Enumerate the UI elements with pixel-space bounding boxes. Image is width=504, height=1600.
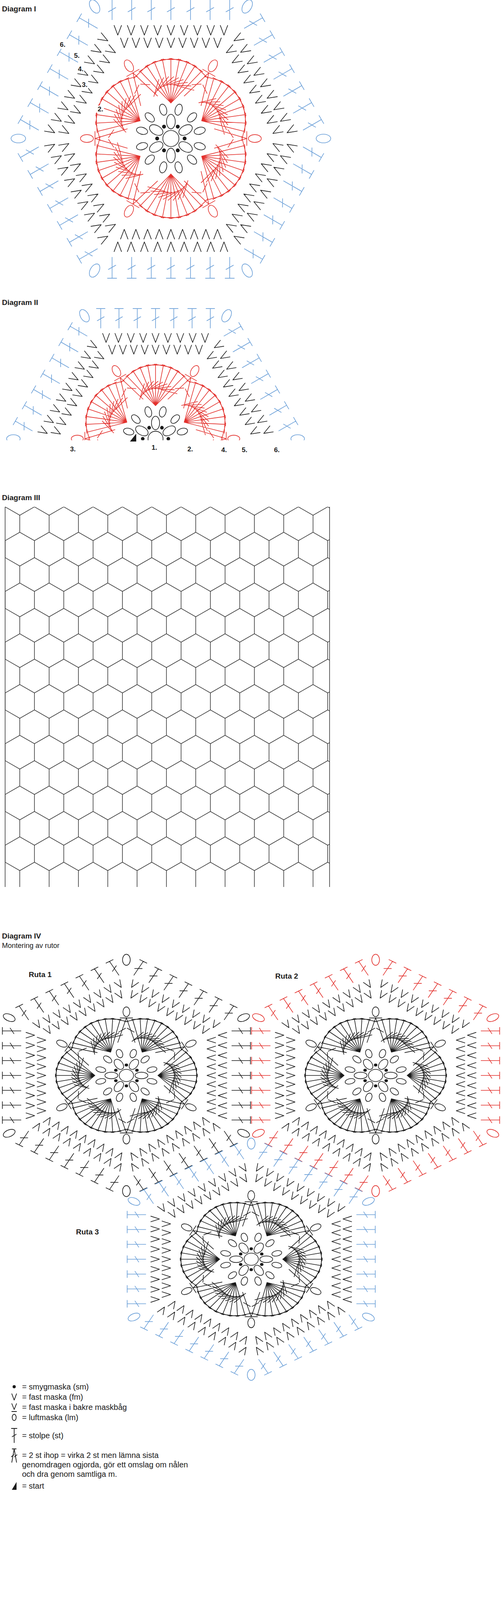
start-symbol [11, 1482, 17, 1491]
slip-stitch-dots [114, 1064, 139, 1088]
legend-text: = fast maska (fm) [22, 1393, 84, 1403]
motif-ruta-3 [127, 1138, 376, 1382]
diagram-title: Diagram IV [1, 932, 41, 942]
row-number: 5. [240, 446, 249, 455]
stitch-symbols [80, 58, 262, 219]
row-number: 3. [69, 445, 77, 454]
stitch-symbols [251, 954, 500, 1198]
row-number: 6. [59, 40, 67, 49]
row-number: 5. [73, 51, 81, 60]
row-number: 2. [186, 445, 194, 454]
legend-text: = start [22, 1482, 45, 1492]
stitch-symbols [11, 0, 331, 279]
motif-clip [6, 308, 305, 441]
hexagon-cells [5, 507, 330, 888]
stitch-symbols [150, 1164, 352, 1357]
chain-symbol [12, 1415, 17, 1422]
stitch-symbols [44, 25, 298, 252]
slip-stitch-dots [140, 426, 171, 441]
stitch-symbols [275, 980, 477, 1173]
motif-symbols [2, 954, 251, 1198]
motif-symbols [11, 0, 331, 279]
diagram-title: Diagram III [1, 493, 41, 503]
row-number: 1. [150, 444, 158, 453]
diagram-title: Diagram I [1, 4, 37, 14]
motif-clip [11, 0, 331, 279]
single-crochet-symbol [11, 1394, 17, 1401]
double-crochet-symbol [11, 1429, 17, 1444]
row-number: 6. [273, 446, 281, 455]
grid-border [5, 507, 330, 888]
legend-text: = 2 st ihop = virka 2 st men lämna sista… [22, 1451, 196, 1480]
motif-label: Ruta 1 [27, 970, 53, 981]
grid-clip [5, 507, 330, 888]
legend-text: = smygmaska (sm) [22, 1382, 89, 1393]
motif-clip [251, 954, 500, 1198]
row-number: 2. [96, 105, 104, 114]
slip-stitch-dots [155, 124, 187, 153]
row-number: 4. [77, 65, 85, 74]
stitch-symbols [2, 954, 251, 1198]
slip-stitch-dots [239, 1248, 264, 1272]
diagram-title: Diagram II [1, 298, 39, 308]
motif-symbols [127, 1138, 376, 1382]
motif-diagram-ii [6, 308, 305, 570]
motif-symbols [251, 954, 500, 1198]
legend-text: = luftmaska (lm) [22, 1413, 79, 1424]
hexagon-layout-grid [0, 507, 387, 923]
motif-label: Ruta 3 [74, 1228, 101, 1238]
stitch-symbols [37, 333, 274, 441]
back-loop-sc-symbol [11, 1404, 17, 1413]
motif-clip [2, 954, 251, 1198]
motif-symbols [6, 308, 305, 570]
motif-label: Ruta 2 [274, 972, 300, 982]
motif-ruta-2 [251, 954, 500, 1198]
decrease-symbol [11, 1449, 17, 1464]
row-number: 3. [81, 81, 89, 89]
diagram-subtitle: Montering av rutor [1, 942, 60, 951]
slip-stitch-symbol [12, 1386, 16, 1390]
start-marker [129, 433, 137, 442]
motif-clip [127, 1138, 376, 1382]
stitch-symbols [71, 364, 240, 441]
legend-text: = stolpe (st) [22, 1431, 64, 1442]
row-number: 4. [220, 446, 228, 455]
motif-diagram-i [11, 0, 331, 279]
slip-stitch-dots [363, 1064, 388, 1088]
stitch-symbols [127, 1138, 376, 1382]
legend-symbols [11, 1386, 17, 1491]
legend-text: = fast maska i bakre maskbåg [22, 1403, 127, 1413]
motif-ruta-1 [2, 954, 251, 1198]
stitch-symbols [6, 308, 305, 441]
